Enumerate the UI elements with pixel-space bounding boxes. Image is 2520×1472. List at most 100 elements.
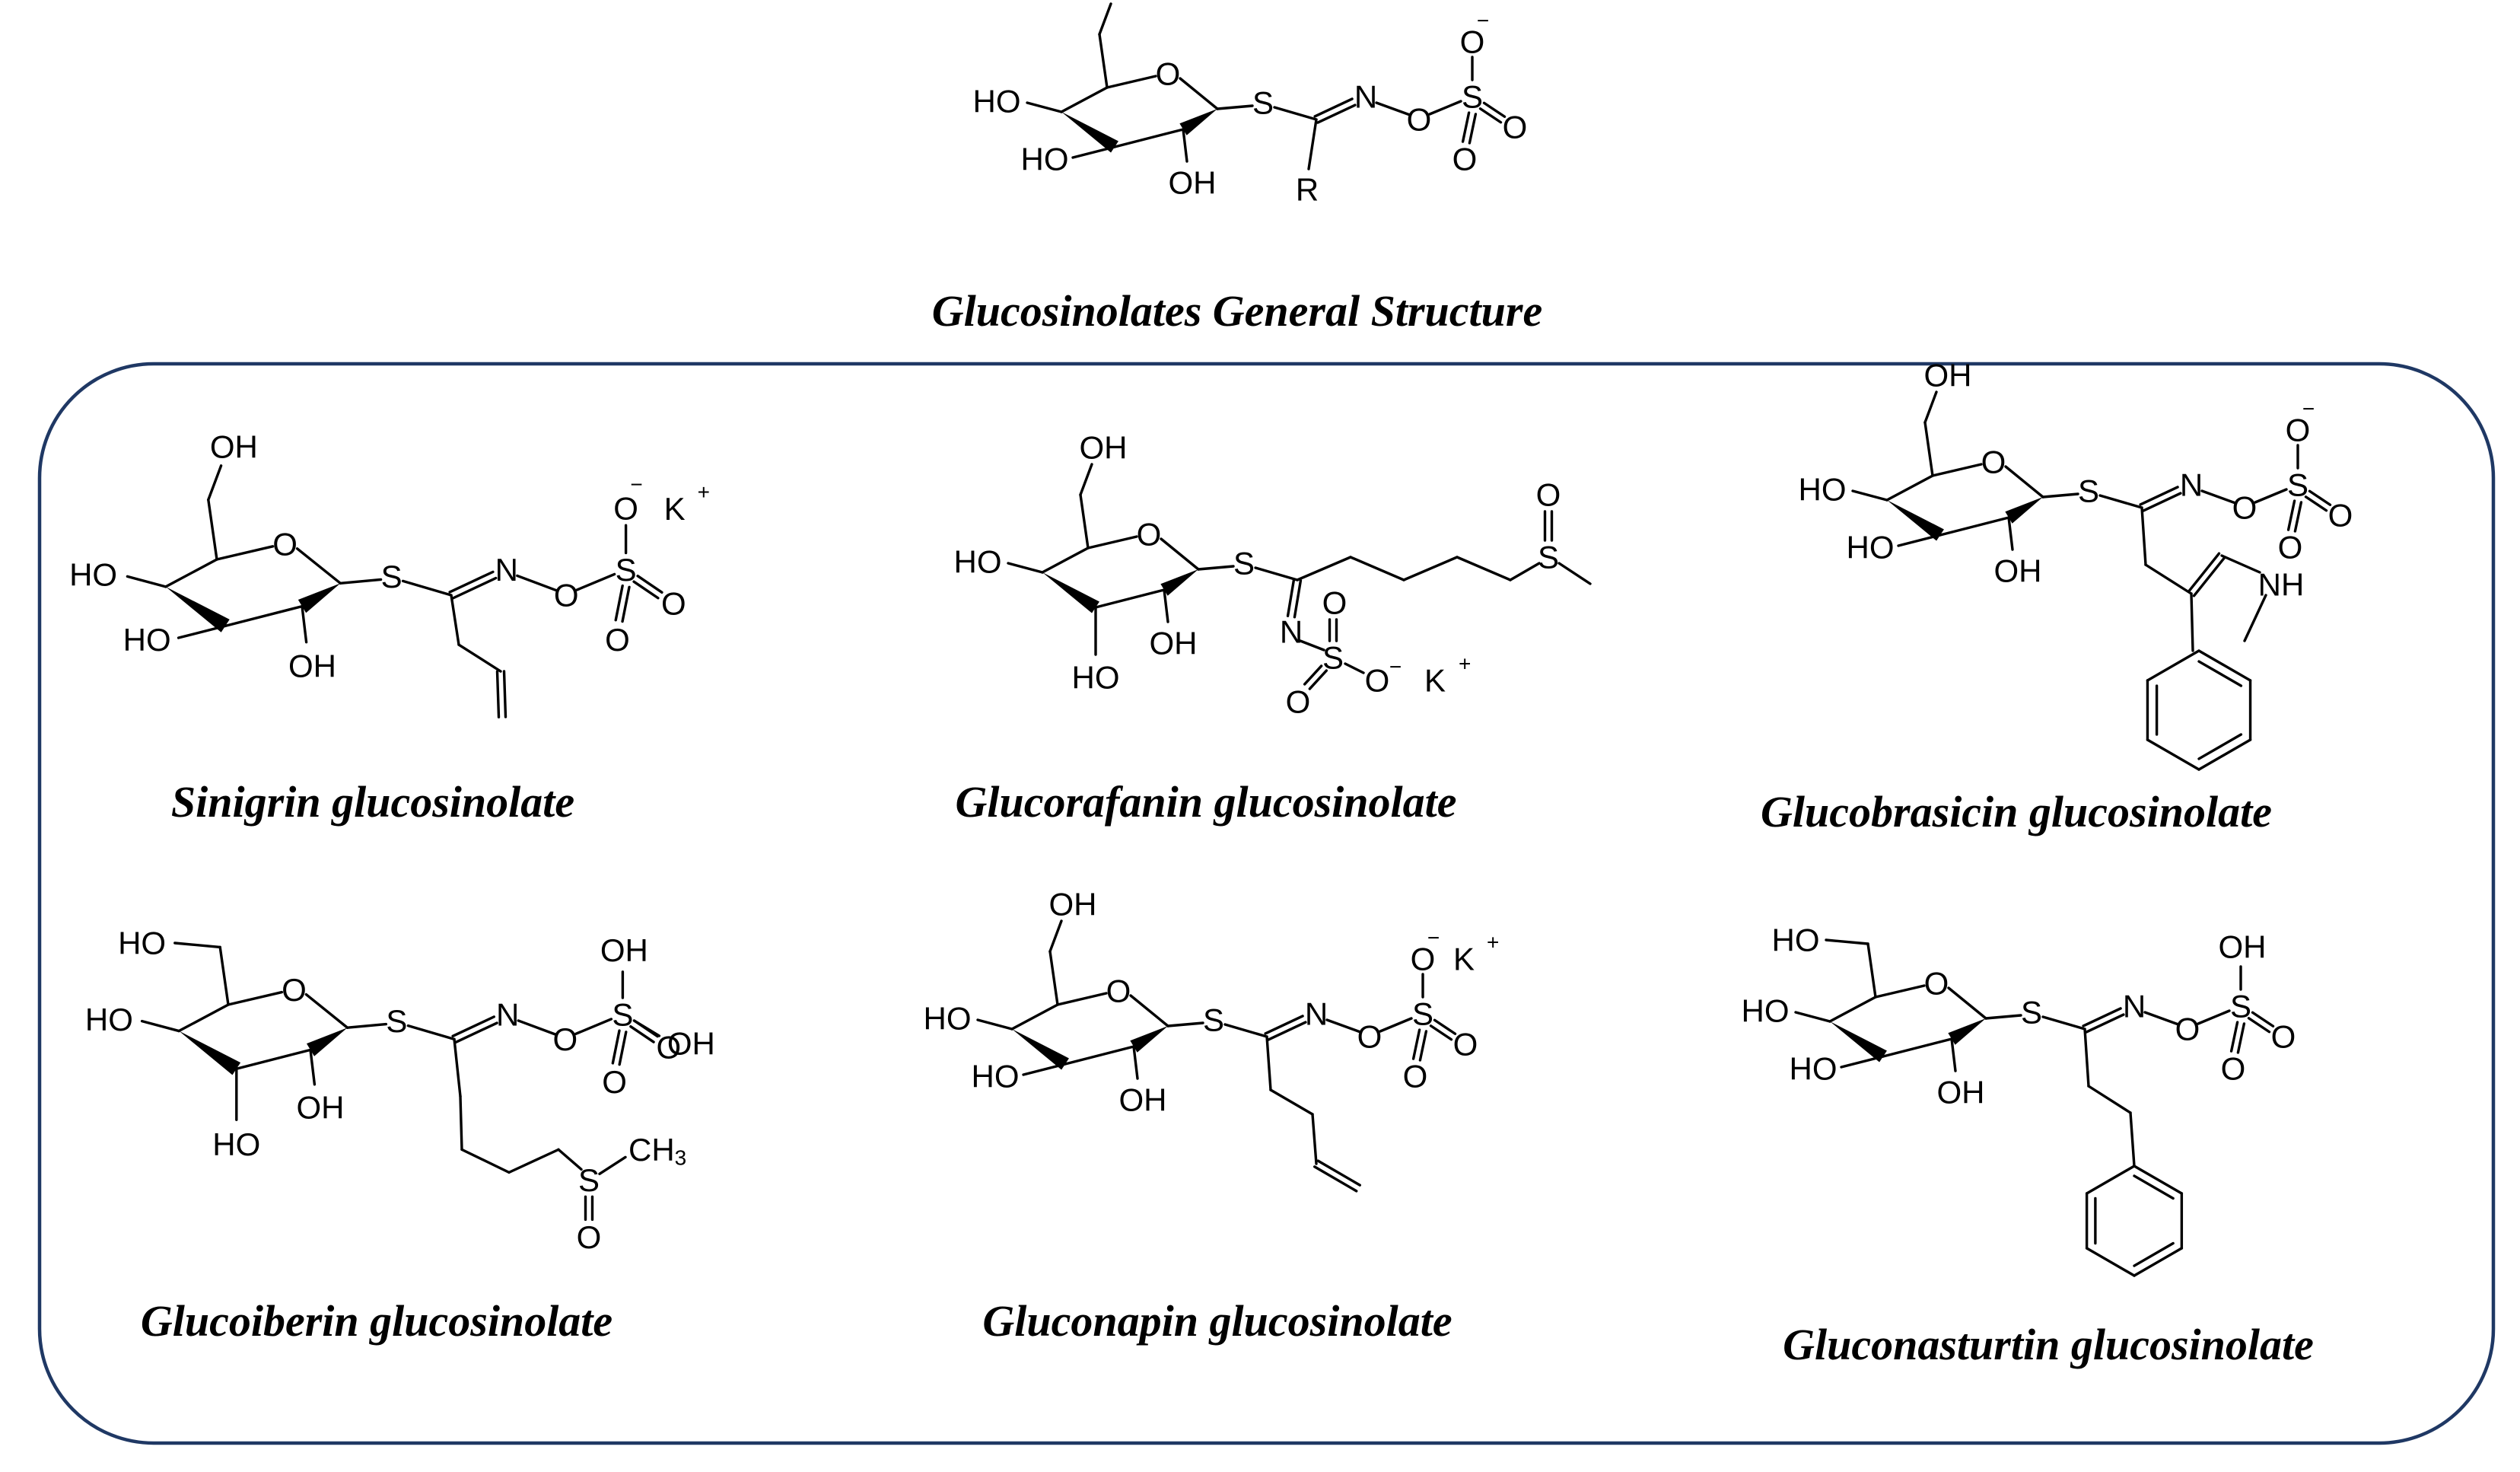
alkyl-chain-bond xyxy=(1402,556,1459,581)
sulfate-oxygen-anion: O xyxy=(2286,413,2311,448)
c6-hydroxyl: OH xyxy=(210,429,258,465)
c6-bond xyxy=(1098,33,1109,89)
c6-oh-bond xyxy=(207,464,223,502)
c6-hydroxyl: HO xyxy=(118,926,166,961)
pyrrole-double-bond xyxy=(2187,552,2221,593)
c3-oh-bond xyxy=(177,624,227,639)
oxime-oxygen: O xyxy=(552,1021,578,1057)
ring-bond xyxy=(1931,463,1983,477)
c-n-double-bond xyxy=(2085,1013,2125,1034)
c3-hydroxyl: HO xyxy=(123,622,171,658)
c2-hydroxyl: OH xyxy=(1994,553,2042,589)
positive-charge: + xyxy=(1459,652,1471,676)
indole-benzene xyxy=(2146,738,2200,771)
allyl-double-bond xyxy=(495,670,501,718)
sulfate-double-bond xyxy=(629,1024,655,1043)
c-n-double-bond xyxy=(1313,97,1354,118)
c3-hydroxyl: HO xyxy=(972,1059,1020,1094)
negative-charge: − xyxy=(1427,926,1440,950)
sulfate-double-bond xyxy=(2286,499,2296,531)
sulfoxide-oxygen: O xyxy=(577,1219,602,1255)
c6-bond xyxy=(1048,950,1059,1006)
oxime-nitrogen: N xyxy=(1354,79,1377,115)
sulfate-hydroxyl: OH xyxy=(2219,929,2267,965)
wedge-bond xyxy=(165,586,230,632)
sulfate-oxygen-anion: O xyxy=(613,490,638,526)
ring-bond xyxy=(1828,996,1877,1023)
sulfate-double-bond xyxy=(621,585,631,623)
c2-hydroxyl: OH xyxy=(1937,1075,1985,1110)
methylene-bond xyxy=(2140,506,2147,566)
thio-sulfur: S xyxy=(381,559,402,594)
butenyl-chain-bond xyxy=(1269,1088,1314,1116)
sulfonate-oxygen: O xyxy=(1286,684,1311,720)
ring-bond xyxy=(1885,474,1934,502)
indole-benzene xyxy=(2197,649,2252,682)
sulfoxide-sulfur: S xyxy=(578,1162,600,1198)
c6-oh-bond xyxy=(1098,2,1112,36)
sulfate-oxygen: O xyxy=(602,1064,627,1100)
methyl-bond xyxy=(598,1155,627,1176)
sulfoxide-oxygen: O xyxy=(1536,477,1561,513)
sulfate-double-bond xyxy=(1482,101,1507,118)
c2-hydroxyl: OH xyxy=(1169,165,1217,201)
ring-bond xyxy=(1060,86,1109,113)
wedge-bond xyxy=(306,1028,348,1056)
glucoiberin-caption: Glucoiberin glucosinolate xyxy=(140,1296,613,1346)
pyrrole-bond xyxy=(2243,594,2267,642)
alkyl-chain-bond xyxy=(460,1148,511,1174)
sulfonate-double-bond xyxy=(1308,669,1328,690)
c6-oh-bond xyxy=(173,942,221,949)
c6-oh-bond xyxy=(1079,463,1093,496)
potassium-counter-ion: K xyxy=(1424,663,1446,699)
sulfate-oxygen: O xyxy=(1403,1059,1428,1094)
oxime-nitrogen: N xyxy=(496,996,519,1032)
ring-bond xyxy=(164,558,218,588)
c3-hydroxyl: HO xyxy=(1021,142,1069,177)
positive-charge: + xyxy=(1487,931,1499,954)
sulfate-oxygen: O xyxy=(661,586,686,622)
thio-sulfur: S xyxy=(2021,995,2042,1031)
oxime-nitrogen: N xyxy=(495,552,518,588)
c2-oh-bond xyxy=(1163,588,1169,623)
c4-hydroxyl: HO xyxy=(973,84,1021,119)
phenyl-ring xyxy=(2085,1165,2136,1195)
sulfate-double-bond xyxy=(1461,111,1471,143)
sulfate-double-bond xyxy=(2236,1022,2246,1054)
thio-bond xyxy=(339,578,383,585)
potassium-counter-ion: K xyxy=(664,491,686,527)
ring-bond xyxy=(1129,994,1169,1028)
oxime-oxygen: O xyxy=(1357,1019,1382,1055)
phenyl-ring xyxy=(2133,1165,2184,1195)
sulfate-oxygen: O xyxy=(2221,1051,2246,1087)
c-n-double-bond xyxy=(1286,578,1296,617)
thio-bond xyxy=(1197,565,1235,571)
c-n-double-bond xyxy=(2139,486,2179,506)
allyl-double-bond xyxy=(502,670,508,718)
sulfate-oxygen: O xyxy=(1453,1027,1478,1063)
ring-bond xyxy=(215,545,275,561)
ring-bold-bond xyxy=(1882,1037,1953,1058)
wedge-bond xyxy=(1042,572,1099,613)
oxime-nitrogen: N xyxy=(1305,996,1328,1032)
ring-bond xyxy=(304,992,349,1029)
c6-oh-bond xyxy=(1923,390,1938,424)
gluconapin-caption: Gluconapin glucosinolate xyxy=(982,1296,1452,1346)
ethyl-chain-bond xyxy=(2129,1111,2136,1168)
sulfonate-bond xyxy=(1344,662,1365,674)
c4-oh-bond xyxy=(1026,101,1063,113)
alkyl-chain-bond xyxy=(1456,556,1512,581)
sulfate-oxygen: O xyxy=(1503,110,1528,145)
c4-oh-bond xyxy=(140,1019,180,1033)
sulfate-double-bond xyxy=(1418,1030,1428,1062)
glucobrasicin-caption: Glucobrasicin glucosinolate xyxy=(1761,787,2272,836)
alkyl-chain-bond xyxy=(459,1094,463,1152)
c4-hydroxyl: HO xyxy=(69,557,117,593)
butenyl-double-bond xyxy=(1316,1159,1361,1187)
c-s-bond xyxy=(401,579,453,597)
thio-bond xyxy=(1216,104,1254,110)
wedge-bond xyxy=(2005,497,2043,524)
ring-bond xyxy=(1041,546,1090,574)
